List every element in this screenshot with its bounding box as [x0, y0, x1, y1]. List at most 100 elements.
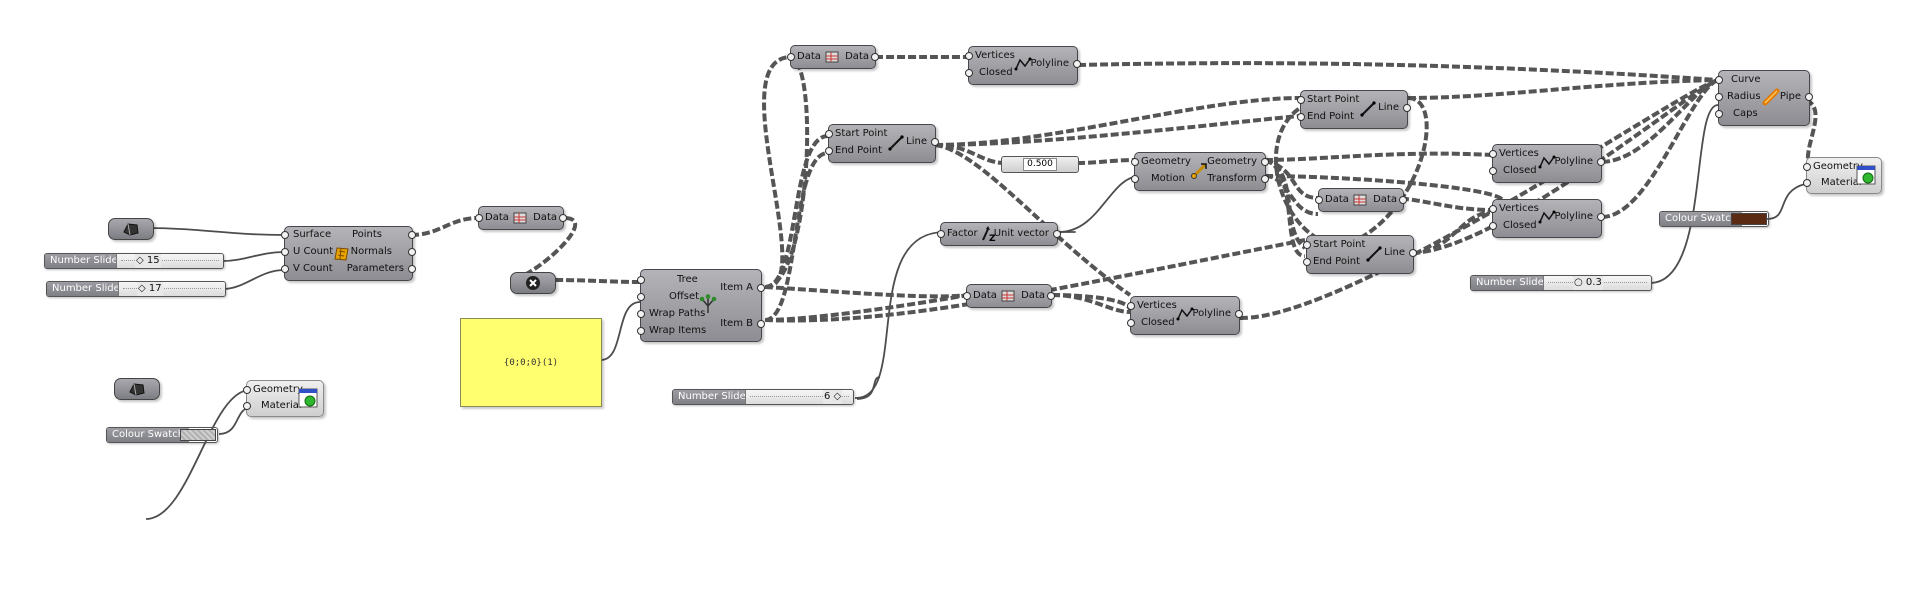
slider-track[interactable]: [116, 254, 223, 268]
wire: [1411, 78, 1719, 255]
wire: [934, 143, 1132, 297]
polyline-component[interactable]: Vertices Closed Polyline: [1127, 296, 1243, 335]
u-count-slider[interactable]: Number Slider ◇ 15: [44, 253, 224, 269]
flatten-component[interactable]: Data Data: [963, 284, 1055, 308]
input-port[interactable]: [1303, 258, 1311, 266]
output-port[interactable]: [1805, 93, 1813, 101]
move-component[interactable]: Geometry Motion Geometry Transform: [1131, 152, 1269, 191]
input-port[interactable]: [1489, 222, 1497, 230]
output-port[interactable]: [408, 231, 416, 239]
output-port[interactable]: [1597, 213, 1605, 221]
input-port[interactable]: [1803, 163, 1811, 171]
swatch-color[interactable]: [1731, 213, 1767, 225]
input-port[interactable]: [825, 130, 833, 138]
output-port[interactable]: [1047, 292, 1055, 300]
number-box[interactable]: 0.500: [1001, 156, 1079, 173]
input-port[interactable]: [637, 276, 645, 284]
input-label: Geometry: [1813, 161, 1863, 172]
surface-icon: [123, 223, 139, 236]
output-port[interactable]: [1053, 230, 1061, 238]
polyline-component[interactable]: Vertices Closed Polyline: [1489, 199, 1605, 238]
output-port[interactable]: [931, 138, 939, 146]
factor-slider[interactable]: Number Slider 6 ◇: [672, 389, 854, 405]
output-port[interactable]: [757, 284, 765, 292]
radius-slider[interactable]: Number Slider ○ 0.3: [1470, 275, 1652, 291]
input-port[interactable]: [1489, 167, 1497, 175]
swatch-color[interactable]: [180, 429, 216, 441]
output-port[interactable]: [1073, 60, 1081, 68]
flatten-component[interactable]: Data Data: [787, 45, 879, 69]
output-port[interactable]: [757, 320, 765, 328]
input-port[interactable]: [787, 53, 795, 61]
input-port[interactable]: [1127, 319, 1135, 327]
input-port[interactable]: [475, 214, 483, 222]
swatch-name: Colour Swatch: [1660, 212, 1743, 226]
flatten-component[interactable]: Data Data: [475, 206, 567, 230]
input-port[interactable]: [1297, 113, 1305, 121]
v-count-slider[interactable]: Number Slider ◇ 17: [46, 281, 226, 297]
slider-track[interactable]: [118, 282, 225, 296]
input-port[interactable]: [1131, 158, 1139, 166]
wire: [934, 114, 1301, 147]
panel[interactable]: {0;0;0}(1): [460, 318, 602, 407]
custom-preview-component[interactable]: Geometry Material: [1803, 157, 1882, 194]
geometry-param[interactable]: [114, 378, 160, 400]
divide-surface-component[interactable]: Surface U Count V Count Points Normals P…: [281, 226, 416, 281]
output-port[interactable]: [1261, 175, 1269, 183]
line-component[interactable]: Start Point End Point Line: [1303, 235, 1417, 274]
svg-text:Z: Z: [989, 234, 996, 242]
input-port[interactable]: [1715, 76, 1723, 84]
input-port[interactable]: [637, 310, 645, 318]
input-port[interactable]: [825, 147, 833, 155]
output-port[interactable]: [408, 265, 416, 273]
input-port[interactable]: [1803, 179, 1811, 187]
input-port[interactable]: [965, 69, 973, 77]
line-component[interactable]: Start Point End Point Line: [825, 124, 939, 163]
input-port[interactable]: [1489, 205, 1497, 213]
input-port[interactable]: [243, 402, 251, 410]
input-port[interactable]: [1715, 93, 1723, 101]
input-port[interactable]: [937, 230, 945, 238]
colour-swatch[interactable]: Colour Swatch: [106, 427, 218, 443]
input-port[interactable]: [243, 386, 251, 394]
output-port[interactable]: [408, 248, 416, 256]
output-port[interactable]: [1409, 249, 1417, 257]
output-port[interactable]: [871, 53, 879, 61]
input-label: Radius: [1727, 91, 1761, 102]
input-label: Data: [973, 290, 997, 301]
input-port[interactable]: [637, 327, 645, 335]
input-port[interactable]: [963, 292, 971, 300]
relay-node[interactable]: [510, 272, 556, 294]
input-port[interactable]: [1715, 110, 1723, 118]
polyline-component[interactable]: Vertices Closed Polyline: [1489, 144, 1605, 183]
input-port[interactable]: [1127, 302, 1135, 310]
geometry-param[interactable]: [108, 218, 154, 240]
output-port[interactable]: [559, 214, 567, 222]
input-port[interactable]: [1489, 150, 1497, 158]
line-component[interactable]: Start Point End Point Line: [1297, 90, 1411, 129]
input-port[interactable]: [1131, 175, 1139, 183]
input-port[interactable]: [281, 248, 289, 256]
input-port[interactable]: [1315, 196, 1323, 204]
wire: [764, 134, 829, 289]
unit-z-component[interactable]: Factor Z Unit vector: [937, 222, 1061, 246]
output-port[interactable]: [1261, 158, 1269, 166]
output-port[interactable]: [1235, 310, 1243, 318]
output-port[interactable]: [1403, 104, 1411, 112]
input-port[interactable]: [1297, 96, 1305, 104]
colour-swatch[interactable]: Colour Swatch: [1659, 211, 1769, 227]
pipe-component[interactable]: Curve Radius Caps Pipe: [1715, 70, 1813, 126]
output-port[interactable]: [1597, 158, 1605, 166]
input-port[interactable]: [281, 265, 289, 273]
input-port[interactable]: [1303, 241, 1311, 249]
input-port[interactable]: [637, 293, 645, 301]
flatten-component[interactable]: Data Data: [1315, 188, 1407, 212]
dispatch-component[interactable]: Tree Offset Wrap Paths Wrap Items Item A…: [637, 269, 765, 342]
wire: [856, 376, 881, 400]
output-port[interactable]: [1399, 196, 1407, 204]
flatten-icon: [999, 287, 1017, 305]
input-port[interactable]: [965, 52, 973, 60]
input-port[interactable]: [281, 231, 289, 239]
custom-preview-component[interactable]: Geometry Material: [243, 380, 324, 417]
polyline-component[interactable]: Vertices Closed Polyline: [965, 46, 1081, 85]
